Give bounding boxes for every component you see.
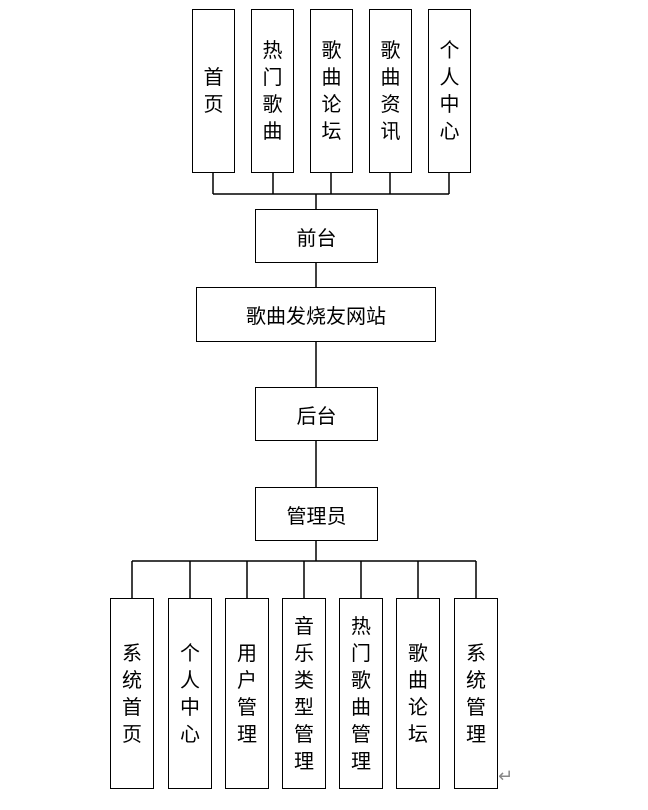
node-label: 管理员: [286, 503, 347, 528]
node-song-forum-back: 歌曲论坛: [396, 598, 440, 789]
node-admin: 管理员: [255, 487, 378, 541]
node-label: 歌曲论坛: [408, 640, 428, 746]
node-hot-songs: 热门歌曲: [251, 9, 294, 173]
node-label: 热门歌曲管理: [351, 613, 371, 773]
node-label: 歌曲论坛: [321, 38, 342, 143]
node-site: 歌曲发烧友网站: [196, 287, 436, 342]
node-backend: 后台: [255, 387, 378, 441]
node-label: 前台: [296, 225, 337, 250]
node-song-news: 歌曲资讯: [369, 9, 412, 173]
node-label: 热门歌曲: [262, 38, 283, 143]
node-music-type-management: 音乐类型管理: [282, 598, 326, 789]
node-system-home: 系统首页: [110, 598, 154, 789]
node-label: 首页: [203, 65, 224, 116]
node-hot-song-management: 热门歌曲管理: [339, 598, 383, 789]
node-label: 歌曲资讯: [380, 38, 401, 143]
node-system-management: 系统管理: [454, 598, 498, 789]
node-label: 个人中心: [180, 640, 200, 746]
node-song-forum: 歌曲论坛: [310, 9, 353, 173]
node-personal-center-front: 个人中心: [428, 9, 471, 173]
node-label: 歌曲发烧友网站: [246, 304, 386, 328]
node-label: 系统管理: [466, 640, 486, 746]
node-label: 后台: [296, 403, 337, 428]
node-label: 用户管理: [237, 640, 257, 746]
node-label: 音乐类型管理: [294, 613, 314, 773]
paragraph-return-mark: ↵: [498, 766, 514, 787]
node-label: 个人中心: [439, 38, 460, 143]
node-label: 系统首页: [122, 640, 142, 746]
node-user-management: 用户管理: [225, 598, 269, 789]
node-frontend: 前台: [255, 209, 378, 263]
node-personal-center-back: 个人中心: [168, 598, 212, 789]
node-home: 首页: [192, 9, 235, 173]
